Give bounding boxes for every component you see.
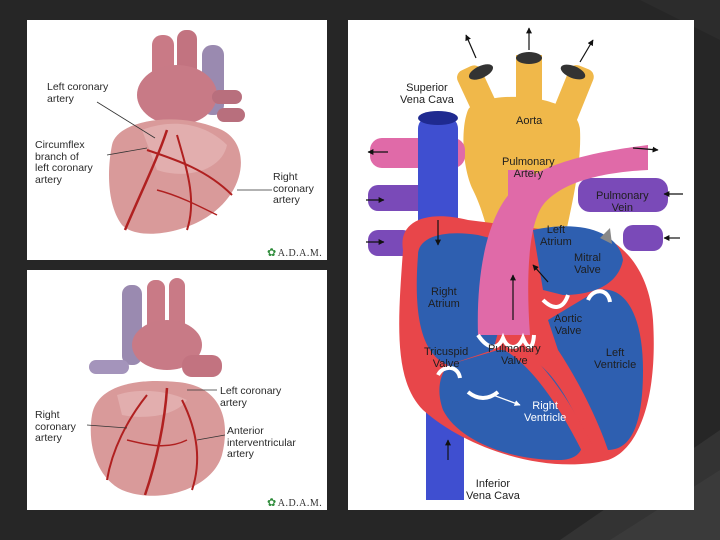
label-left-coronary-artery: Left coronary artery	[47, 82, 108, 105]
heart-chambers-diagram: Superior Vena Cava Aorta Pulmonary Arter…	[348, 20, 694, 510]
coronary-anterior-panel: Left coronary artery Right coronary arte…	[27, 270, 327, 510]
label-pulmonary-artery: Pulmonary Artery	[502, 156, 555, 180]
adam-logo: ✿A.D.A.M.	[267, 496, 322, 509]
label-aortic-valve: Aortic Valve	[554, 313, 582, 337]
label-left-atrium: Left Atrium	[540, 224, 572, 248]
label-circumflex-branch: Circumflex branch of left coronary arter…	[35, 140, 93, 186]
heart-anterior-illustration	[27, 270, 327, 510]
label-superior-vena-cava: Superior Vena Cava	[400, 82, 454, 106]
logo-text: A.D.A.M.	[278, 248, 323, 259]
leaf-icon: ✿	[267, 247, 277, 259]
label-anterior-interventricular-artery: Anterior interventricular artery	[227, 426, 296, 461]
adam-logo: ✿A.D.A.M.	[267, 246, 322, 259]
label-pulmonary-vein: Pulmonary Vein	[596, 190, 649, 214]
coronary-posterior-panel: Left coronary artery Circumflex branch o…	[27, 20, 327, 260]
label-right-coronary-artery: Right coronary artery	[273, 172, 314, 207]
label-right-ventricle: Right Ventricle	[524, 400, 566, 424]
label-mitral-valve: Mitral Valve	[574, 252, 601, 276]
label-left-ventricle: Left Ventricle	[594, 347, 636, 371]
logo-text: A.D.A.M.	[278, 498, 323, 509]
label-right-atrium: Right Atrium	[428, 286, 460, 310]
label-aorta: Aorta	[516, 115, 542, 127]
label-left-coronary-artery: Left coronary artery	[220, 386, 281, 409]
label-pulmonary-valve: Pulmonary Valve	[488, 343, 541, 367]
label-right-coronary-artery: Right coronary artery	[35, 410, 76, 445]
label-inferior-vena-cava: Inferior Vena Cava	[466, 478, 520, 502]
label-tricuspid-valve: Tricuspid Valve	[424, 346, 468, 370]
leaf-icon: ✿	[267, 497, 277, 509]
